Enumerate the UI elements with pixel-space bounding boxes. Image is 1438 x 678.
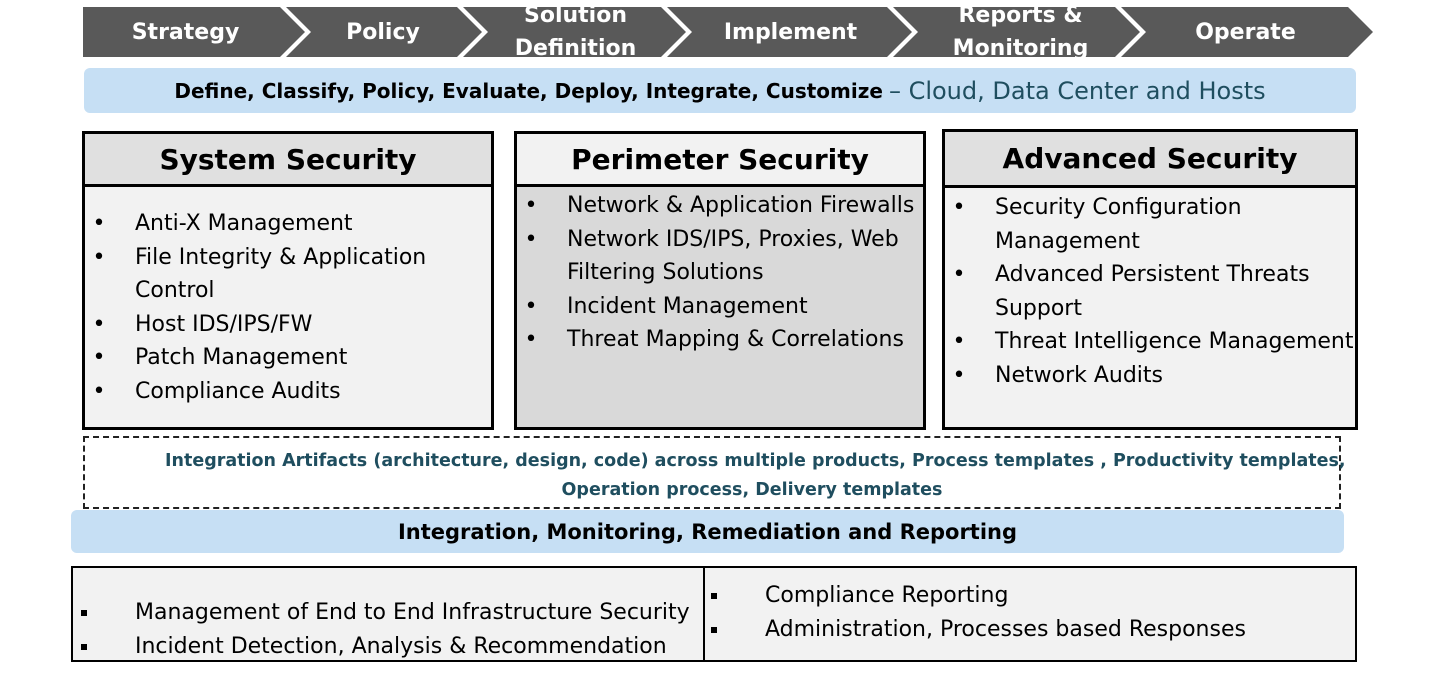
list-item: •Incident Management	[524, 293, 808, 319]
top-banner-main-text: Define, Classify, Policy, Evaluate, Depl…	[174, 78, 883, 103]
perimeter-security-title: Perimeter Security	[517, 134, 923, 187]
list-item: Incident Detection, Analysis & Recommend…	[75, 630, 690, 664]
step-implement-label: Implement	[723, 19, 858, 45]
chevron-solution-definition	[463, 7, 686, 57]
chevron-policy	[286, 7, 482, 57]
chevron-operate	[1121, 7, 1373, 57]
list-item: •Anti-X Management	[92, 211, 353, 236]
step-solution-definition-label: Solution Definition	[514, 3, 637, 61]
system-security-box: System Security •Anti-X Management •File…	[82, 131, 494, 430]
list-item: •Network & Application Firewalls	[524, 193, 915, 218]
list-item: •Security Configuration Management	[952, 195, 1242, 254]
process-chevrons	[83, 7, 1373, 57]
bottom-divider	[703, 568, 705, 660]
step-strategy-label: Strategy	[131, 19, 240, 45]
process-bar: Strategy Policy Solution Definition Impl…	[83, 3, 1373, 61]
integration-artifacts-box: Integration Artifacts (architecture, des…	[83, 436, 1346, 509]
advanced-security-title: Advanced Security	[945, 132, 1355, 188]
perimeter-security-list: •Network & Application Firewalls •Networ…	[517, 187, 923, 357]
step-operate-label: Operate	[1195, 19, 1296, 45]
step-reports-monitoring-label: Reports & Monitoring	[952, 3, 1089, 61]
chevron-implement	[667, 7, 912, 57]
bottom-right-list: Compliance Reporting Administration, Pro…	[705, 579, 1246, 647]
system-security-title: System Security	[85, 134, 491, 187]
list-item: •Patch Management	[92, 345, 348, 370]
list-item: •Host IDS/IPS/FW	[92, 311, 313, 337]
top-banner: Define, Classify, Policy, Evaluate, Depl…	[84, 68, 1356, 113]
artifacts-line-2: Operation process, Delivery templates	[561, 480, 943, 500]
advanced-security-list: •Security Configuration Management •Adva…	[945, 188, 1355, 392]
step-policy-label: Policy	[346, 19, 420, 45]
advanced-security-box: Advanced Security •Security Configuratio…	[942, 129, 1358, 430]
chevron-strategy	[83, 7, 305, 57]
top-banner-accent-text: – Cloud, Data Center and Hosts	[888, 76, 1266, 105]
list-item: •Compliance Audits	[92, 378, 341, 404]
list-item: •Advanced Persistent Threats Support	[952, 262, 1310, 321]
list-item: •Network IDS/IPS, Proxies, Web Filtering…	[524, 226, 899, 286]
perimeter-security-box: Perimeter Security •Network & Applicatio…	[514, 131, 926, 430]
list-item: Administration, Processes based Response…	[705, 613, 1246, 647]
list-item: Management of End to End Infrastructure …	[75, 596, 690, 630]
chevron-reports-monitoring	[893, 7, 1140, 57]
list-item: •Network Audits	[952, 362, 1164, 388]
list-item: Compliance Reporting	[705, 579, 1246, 613]
list-item: •File Integrity & Application Control	[92, 244, 427, 304]
integration-banner: Integration, Monitoring, Remediation and…	[71, 510, 1344, 553]
list-item: •Threat Intelligence Management	[952, 329, 1354, 354]
artifacts-line-1: Integration Artifacts (architecture, des…	[165, 451, 1346, 471]
list-item: •Threat Mapping & Correlations	[524, 327, 904, 352]
system-security-list: •Anti-X Management •File Integrity & App…	[85, 187, 491, 408]
bottom-services-box: Management of End to End Infrastructure …	[71, 566, 1357, 662]
integration-banner-text: Integration, Monitoring, Remediation and…	[397, 519, 1018, 544]
bottom-left-list: Management of End to End Infrastructure …	[75, 596, 690, 664]
